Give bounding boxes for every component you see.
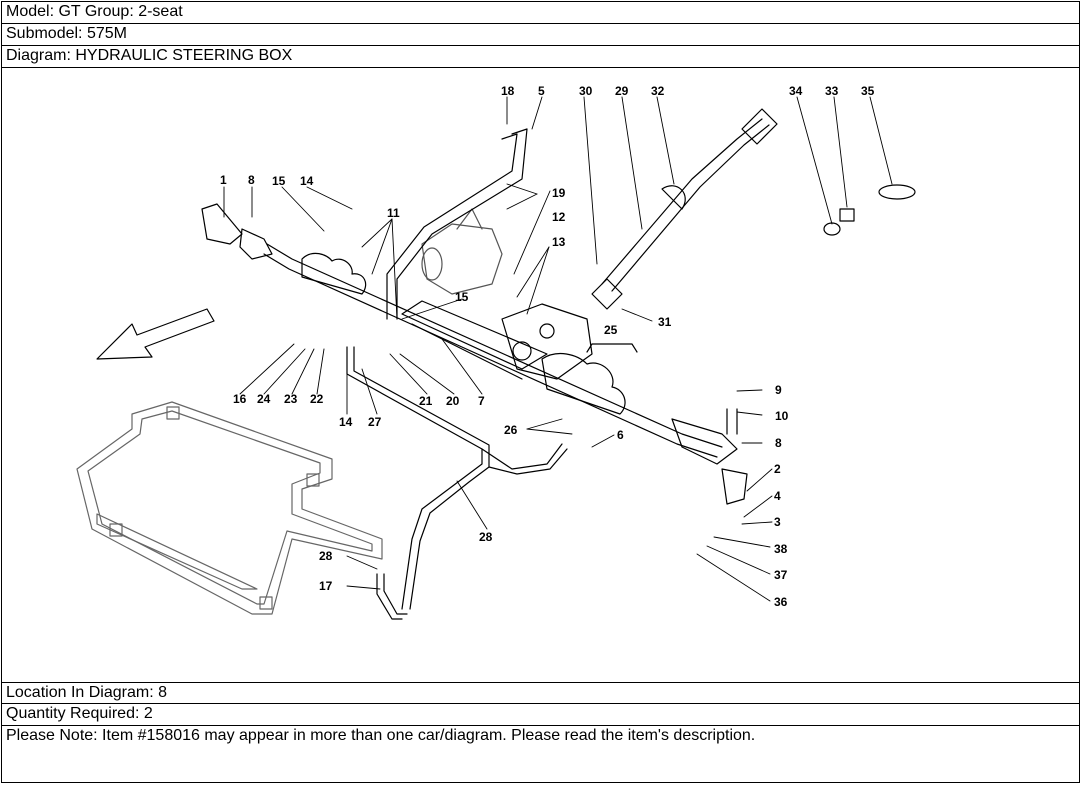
callout-33: 33 xyxy=(825,84,839,98)
callout-22: 22 xyxy=(310,392,324,406)
callout-37: 37 xyxy=(774,568,788,582)
callout-20: 20 xyxy=(446,394,460,408)
location-text: Location In Diagram: 8 xyxy=(6,684,167,701)
callout-10: 10 xyxy=(775,409,789,423)
callout-28: 28 xyxy=(479,530,493,544)
submodel-row: Submodel: 575M xyxy=(2,24,1079,46)
seal-ring-drawing xyxy=(878,184,916,200)
model-text: Model: GT Group: 2-seat xyxy=(6,3,183,20)
callout-15: 15 xyxy=(272,174,286,188)
tie-rod-end-left-drawing xyxy=(239,228,273,260)
callout-27: 27 xyxy=(368,415,382,429)
callout-11: 11 xyxy=(387,206,400,220)
callout-24: 24 xyxy=(257,392,271,406)
callout-5: 5 xyxy=(538,84,545,98)
callout-14: 14 xyxy=(300,174,314,188)
callout-1: 1 xyxy=(220,173,227,187)
callout-30: 30 xyxy=(579,84,593,98)
sleeve-drawing xyxy=(839,208,855,222)
pipe-lines-drawing xyxy=(346,346,568,620)
bush-drawing xyxy=(823,222,841,236)
callout-6: 6 xyxy=(617,428,624,442)
model-row: Model: GT Group: 2-seat xyxy=(2,2,1079,24)
diagram-title-row: Diagram: HYDRAULIC STEERING BOX xyxy=(2,46,1079,68)
hydraulic-pump-drawing xyxy=(421,208,503,295)
callout-18: 18 xyxy=(501,84,515,98)
hose-drawing xyxy=(396,128,528,320)
callout-21: 21 xyxy=(419,394,433,408)
callout-34: 34 xyxy=(789,84,803,98)
diagram-svg: 1 2 3 4 5 6 7 8 8 9 10 11 12 13 14 14 15… xyxy=(76,84,916,620)
callout-12: 12 xyxy=(552,210,566,224)
callout-3: 3 xyxy=(774,515,781,529)
callout-29: 29 xyxy=(615,84,629,98)
exploded-parts-diagram: 1 2 3 4 5 6 7 8 8 9 10 11 12 13 14 14 15… xyxy=(2,69,1080,681)
callout-36: 36 xyxy=(774,595,788,609)
callout-labels: 1 2 3 4 5 6 7 8 8 9 10 11 12 13 14 14 15… xyxy=(220,84,875,609)
callout-23: 23 xyxy=(284,392,298,406)
callout-19: 19 xyxy=(552,186,566,200)
callout-8: 8 xyxy=(248,173,255,187)
location-row: Location In Diagram: 8 xyxy=(2,682,1079,704)
callout-7: 7 xyxy=(478,394,485,408)
callout-28-lower: 28 xyxy=(319,549,333,563)
steering-rack-drawing xyxy=(263,243,723,458)
callout-15-lower: 15 xyxy=(455,290,469,304)
callout-25: 25 xyxy=(604,323,618,337)
note-row: Please Note: Item #158016 may appear in … xyxy=(2,726,1079,782)
callout-17: 17 xyxy=(319,579,333,593)
leader-lines xyxy=(223,96,893,602)
callout-26: 26 xyxy=(504,423,518,437)
steering-column-drawing xyxy=(591,108,778,310)
direction-arrow-icon xyxy=(96,308,215,360)
quantity-row: Quantity Required: 2 xyxy=(2,704,1079,726)
callout-2: 2 xyxy=(774,462,781,476)
callout-9: 9 xyxy=(775,383,782,397)
callout-32: 32 xyxy=(651,84,665,98)
callout-14-lower: 14 xyxy=(339,415,353,429)
bracket-left-drawing xyxy=(201,203,243,245)
diagram-title-text: Diagram: HYDRAULIC STEERING BOX xyxy=(6,47,293,64)
tie-rod-end-right-drawing xyxy=(671,418,738,465)
callout-4: 4 xyxy=(774,489,781,503)
cooler-coil-drawing xyxy=(76,401,383,615)
callout-16: 16 xyxy=(233,392,247,406)
boot-bracket-drawing xyxy=(721,468,748,505)
callout-38: 38 xyxy=(774,542,788,556)
note-text: Please Note: Item #158016 may appear in … xyxy=(6,727,756,744)
submodel-text: Submodel: 575M xyxy=(6,25,127,42)
group-bracket-25 xyxy=(586,343,638,353)
quantity-text: Quantity Required: 2 xyxy=(6,705,153,722)
callout-31: 31 xyxy=(658,315,672,329)
callout-13: 13 xyxy=(552,235,566,249)
callout-8-right: 8 xyxy=(775,436,782,450)
callout-35: 35 xyxy=(861,84,875,98)
